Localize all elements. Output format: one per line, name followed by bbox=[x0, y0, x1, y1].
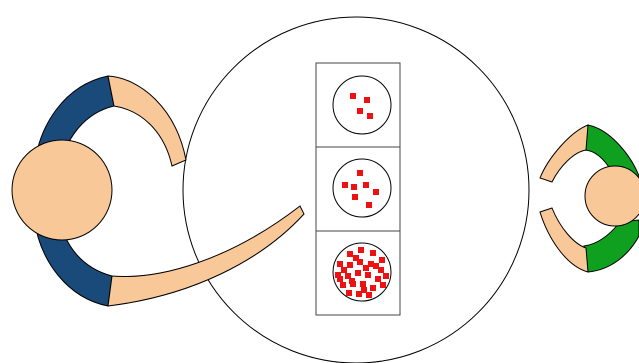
person-right bbox=[540, 125, 639, 272]
plate-bottom-dot bbox=[341, 267, 347, 273]
plate-bottom-dot bbox=[380, 282, 386, 288]
plate-bottom-dot bbox=[349, 278, 355, 284]
left-person-head bbox=[12, 140, 112, 240]
plate-middle-dot bbox=[357, 170, 363, 176]
plate-bottom-dot bbox=[340, 282, 346, 288]
plate-bottom-dot bbox=[370, 250, 376, 256]
plate-bottom-dot bbox=[375, 276, 381, 282]
plate-stack bbox=[316, 63, 400, 315]
plate-bottom-dot bbox=[358, 247, 364, 253]
right-person-head bbox=[585, 166, 639, 226]
plate-middle-dot bbox=[366, 202, 372, 208]
right-person-upper-forearm bbox=[540, 125, 588, 182]
left-person-upper-forearm bbox=[108, 76, 186, 166]
right-person-lower-forearm bbox=[540, 208, 588, 272]
plate-bottom-dot bbox=[360, 281, 366, 287]
plate-top bbox=[333, 76, 391, 134]
plate-top-dot bbox=[357, 108, 363, 114]
plate-top-dot bbox=[350, 93, 356, 99]
plate-bottom-dot bbox=[353, 255, 359, 261]
plate-middle-dot bbox=[351, 184, 357, 190]
plate-bottom-dot bbox=[383, 273, 389, 279]
plate-bottom-dot bbox=[365, 272, 371, 278]
plate-middle-dot bbox=[342, 182, 348, 188]
plate-top-dot bbox=[367, 113, 373, 119]
plate-bottom-dot bbox=[337, 261, 343, 267]
plate-bottom-dot bbox=[379, 257, 385, 263]
plate-bottom-dot bbox=[355, 270, 361, 276]
plate-bottom-dot bbox=[363, 265, 369, 271]
right-person-lower-sleeve bbox=[584, 220, 639, 272]
plate-bottom-dot bbox=[373, 263, 379, 269]
plate-middle-dot bbox=[363, 182, 369, 188]
plate-top-dot bbox=[364, 97, 370, 103]
plate-bottom-dot bbox=[361, 287, 367, 293]
plate-bottom-dot bbox=[347, 251, 353, 257]
plate-bottom-dot bbox=[337, 276, 343, 282]
plate-bottom-dot bbox=[346, 290, 352, 296]
plate-bottom-dot bbox=[370, 285, 376, 291]
plate-middle bbox=[333, 159, 391, 217]
plate-middle-dot bbox=[373, 189, 379, 195]
plate-bottom-dot bbox=[347, 262, 353, 268]
plate-middle-dot bbox=[352, 194, 358, 200]
